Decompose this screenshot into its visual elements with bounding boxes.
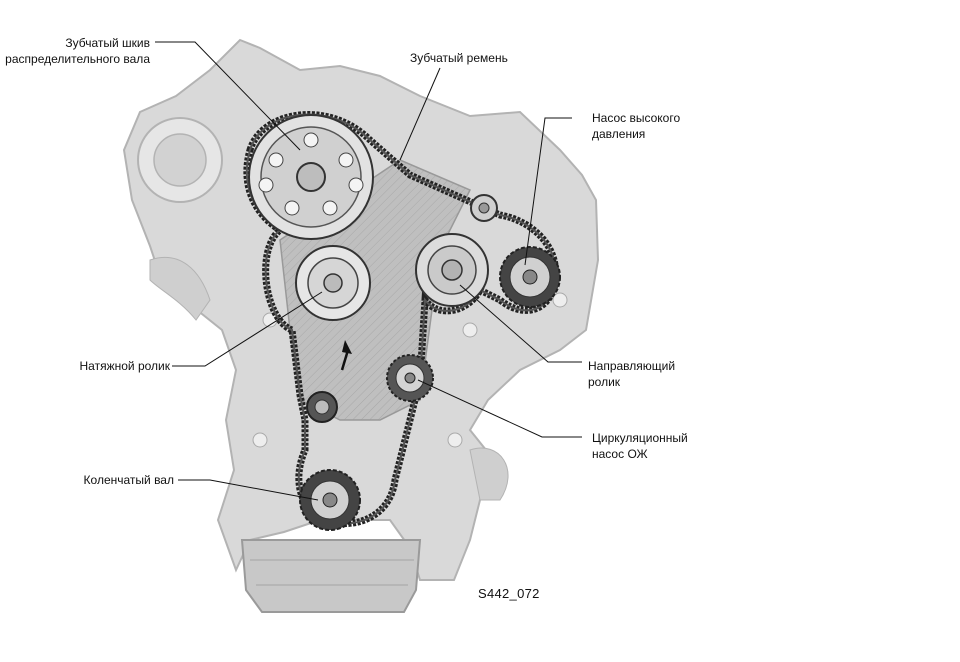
tensioner-roller bbox=[295, 245, 371, 321]
camshaft-pulley bbox=[248, 114, 374, 240]
idler-roller bbox=[415, 233, 489, 307]
label-tensioner: Натяжной ролик bbox=[80, 358, 170, 374]
label-crankshaft-line1: Коленчатый вал bbox=[83, 473, 174, 487]
label-tensioner-line1: Натяжной ролик bbox=[79, 359, 170, 373]
belt-direction-arrow bbox=[340, 340, 352, 371]
label-coolant-pump-line1: Циркуляционный bbox=[592, 431, 688, 445]
label-camshaft-pulley: Зубчатый шкив распределительного вала bbox=[5, 35, 150, 67]
leader-camshaft-pulley bbox=[155, 41, 301, 151]
label-idler-line1: Направляющий bbox=[588, 359, 676, 373]
figure-code: S442_072 bbox=[478, 586, 540, 601]
label-timing-belt: Зубчатый ремень bbox=[410, 50, 508, 66]
label-idler: Направляющий ролик bbox=[588, 358, 675, 390]
small-guide-roller bbox=[470, 194, 498, 222]
leader-lines bbox=[155, 41, 582, 501]
coolant-pump-gear bbox=[386, 354, 434, 402]
leader-tensioner bbox=[172, 291, 323, 367]
label-high-pressure-pump: Насос высокого давления bbox=[592, 110, 680, 142]
lower-guide-roller bbox=[306, 391, 338, 423]
oil-pan bbox=[240, 539, 422, 613]
leader-high-pressure-pump bbox=[524, 117, 572, 266]
label-camshaft-pulley-line2: распределительного вала bbox=[5, 52, 150, 66]
label-timing-belt-line1: Зубчатый ремень bbox=[410, 51, 508, 65]
leader-coolant-pump bbox=[417, 379, 582, 438]
label-coolant-pump-line2: насос ОЖ bbox=[592, 447, 648, 461]
leader-crankshaft bbox=[178, 479, 319, 501]
crankshaft-gear bbox=[299, 469, 361, 531]
label-coolant-pump: Циркуляционный насос ОЖ bbox=[592, 430, 688, 462]
label-camshaft-pulley-line1: Зубчатый шкив bbox=[65, 36, 150, 50]
label-high-pressure-pump-line2: давления bbox=[592, 127, 646, 141]
label-crankshaft: Коленчатый вал bbox=[84, 472, 174, 488]
leader-idler bbox=[459, 284, 582, 363]
leader-timing-belt bbox=[399, 67, 441, 161]
label-idler-line2: ролик bbox=[588, 375, 621, 389]
high-pressure-pump-gear bbox=[499, 246, 561, 308]
label-high-pressure-pump-line1: Насос высокого bbox=[592, 111, 681, 125]
